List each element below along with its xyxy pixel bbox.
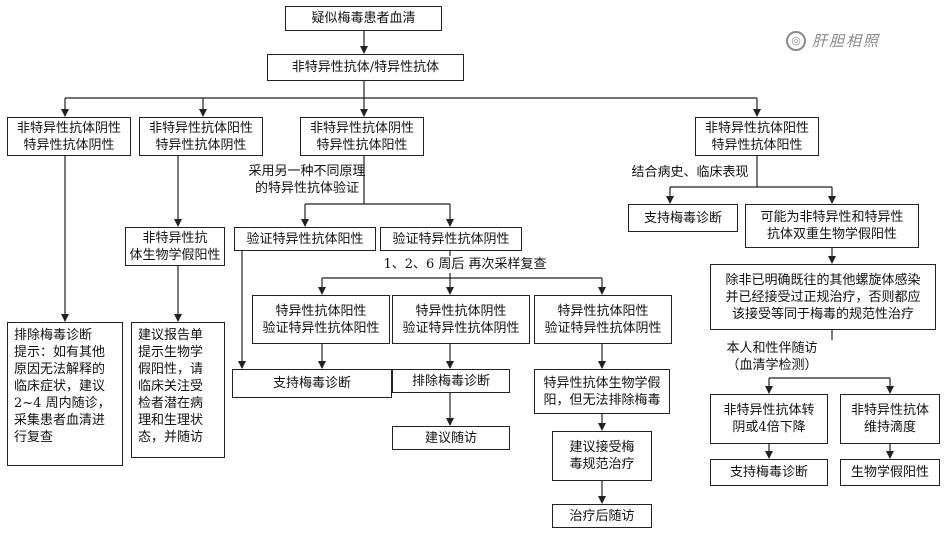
label-alt-method: 采用另一种不同原理 的特异性抗体验证 xyxy=(248,164,366,196)
watermark-logo: ◎ 肝胆相照 xyxy=(786,30,880,51)
circle-seal-icon: ◎ xyxy=(786,30,806,51)
logo-text: 肝胆相照 xyxy=(812,32,881,50)
label-history: 结合病史、临床表现 xyxy=(624,164,756,181)
node-post-treatment-follow-up: 治疗后随访 xyxy=(552,504,652,528)
node-report-note: 建议报告单 提示生物学 假阳性，请 临床关注受 检者潜在病 理和生理状 态，并随… xyxy=(131,322,225,458)
node-exclude-note: 排除梅毒诊断 提示：如有其他 原因无法解释的 临床症状，建议 2~4 周内随诊，… xyxy=(7,322,123,466)
node-support-diagnosis-mid: 支持梅毒诊断 xyxy=(232,369,392,398)
node-dual-false-positive: 可能为非特异性和特异性 抗体双重生物学假阳性 xyxy=(745,204,919,248)
node-unless-note: 除非已明确既往的其他螺旋体感染 并已经接受过正规治疗，否则都应 该接受等同于梅毒… xyxy=(710,264,936,330)
node-support-diagnosis-right: 支持梅毒诊断 xyxy=(628,204,738,232)
node-follow-up: 建议随访 xyxy=(392,426,510,450)
node-bio-false-positive: 非特异性抗 体生物学假阳性 xyxy=(125,227,225,266)
node-pos-pos: 非特异性抗体阳性 特异性抗体阳性 xyxy=(695,117,819,156)
label-partner-follow-up: 本人和性伴随访 （血清学检测） xyxy=(710,340,834,374)
node-suspect-serum: 疑似梅毒患者血清 xyxy=(285,6,442,31)
node-turn-negative: 非特异性抗体转 阴或4倍下降 xyxy=(710,394,828,444)
node-pos-neg: 非特异性抗体阳性 特异性抗体阴性 xyxy=(139,117,263,156)
node-result-3: 特异性抗体阳性 验证特异性抗体阴性 xyxy=(534,295,672,344)
node-verify-positive: 验证特异性抗体阳性 xyxy=(234,227,376,251)
node-bio-false-final: 生物学假阳性 xyxy=(840,459,940,486)
node-maintain-titer: 非特异性抗体 维持滴度 xyxy=(840,394,940,444)
node-exclude-diagnosis: 排除梅毒诊断 xyxy=(392,369,510,393)
node-result-2: 特异性抗体阴性 验证特异性抗体阴性 xyxy=(392,295,530,344)
node-accept-treatment: 建议接受梅 毒规范治疗 xyxy=(552,431,652,481)
node-support-diagnosis-bottom-right: 支持梅毒诊断 xyxy=(710,459,828,486)
node-verify-negative: 验证特异性抗体阴性 xyxy=(380,227,522,251)
node-result-1: 特异性抗体阳性 验证特异性抗体阳性 xyxy=(252,295,390,344)
label-resample: 1、2、6 周后 再次采样复查 xyxy=(370,256,560,273)
node-neg-neg: 非特异性抗体阴性 特异性抗体阴性 xyxy=(7,117,131,156)
node-antibody-test: 非特异性抗体/特异性抗体 xyxy=(267,54,464,81)
node-neg-pos: 非特异性抗体阴性 特异性抗体阳性 xyxy=(300,117,424,156)
node-bio-false-cannot-exclude: 特异性抗体生物学假 阳，但无法排除梅毒 xyxy=(534,369,670,414)
